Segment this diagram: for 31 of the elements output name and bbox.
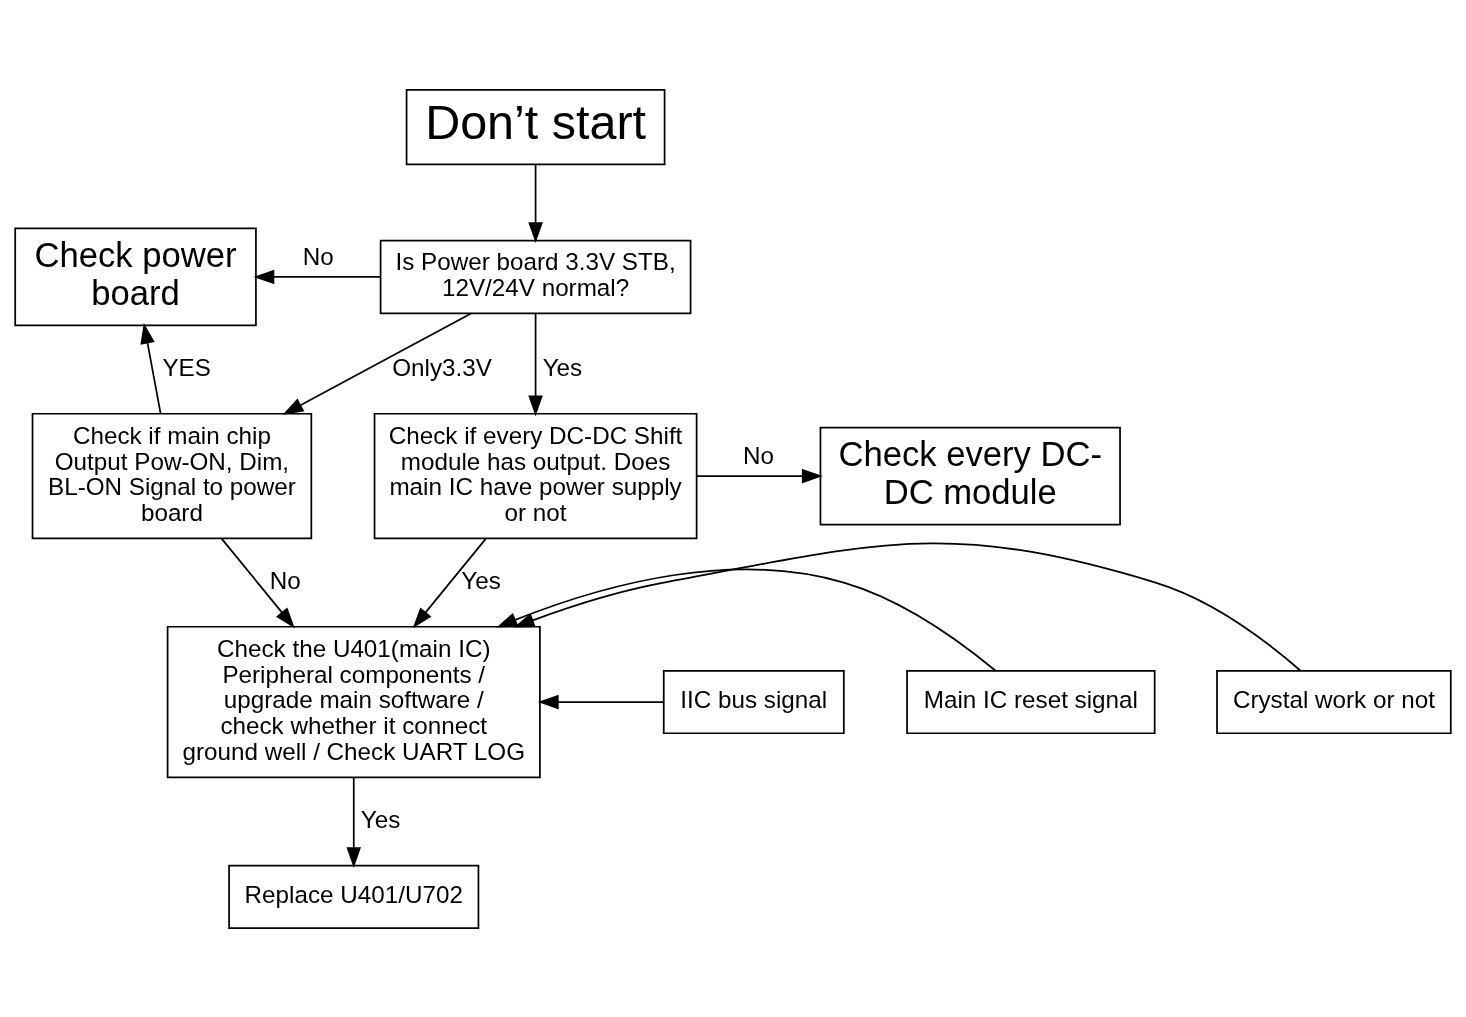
node-box: Check every DC-DC module bbox=[819, 426, 1121, 525]
arrow bbox=[513, 542, 1302, 671]
edge-label: Only3.3V bbox=[392, 353, 492, 381]
edge-label: Yes bbox=[542, 353, 583, 381]
edge-label: No bbox=[302, 242, 334, 270]
node-box: Check if main chip Output Pow-ON, Dim, BL-ON Signal to power board bbox=[31, 412, 313, 539]
arrow bbox=[253, 269, 382, 284]
edge-label: YES bbox=[162, 353, 211, 381]
arrow bbox=[528, 163, 543, 243]
edge-label: Yes bbox=[461, 566, 501, 594]
node-box: Don’t start bbox=[405, 88, 666, 165]
arrow bbox=[695, 468, 823, 483]
arrow bbox=[346, 776, 362, 868]
arrow bbox=[412, 537, 487, 628]
node-box: Check if every DC-DC Shift module has output. Does main IC have power supply or not bbox=[373, 412, 698, 539]
node-box: Check power board bbox=[14, 227, 257, 326]
node-box: Crystal work or not bbox=[1216, 669, 1452, 734]
node-box: Check the U401(main IC) Peripheral components / upgrade main software / check whether it connect ground well / Check UART LOG bbox=[166, 625, 541, 778]
node-box: Main IC reset signal bbox=[906, 669, 1156, 734]
edge-label: No bbox=[743, 441, 775, 469]
node-box: IIC bus signal bbox=[662, 669, 845, 734]
edge-label: No bbox=[269, 566, 301, 594]
edge-label: Yes bbox=[360, 805, 401, 833]
arrow bbox=[282, 312, 472, 415]
arrow bbox=[220, 537, 295, 628]
arrow bbox=[537, 694, 664, 709]
node-box: Replace U401/U702 bbox=[228, 864, 480, 929]
arrow bbox=[528, 312, 543, 416]
node-box: Is Power board 3.3V STB, 12V/24V normal? bbox=[379, 239, 692, 314]
arrow bbox=[496, 568, 997, 671]
arrow bbox=[140, 322, 162, 414]
